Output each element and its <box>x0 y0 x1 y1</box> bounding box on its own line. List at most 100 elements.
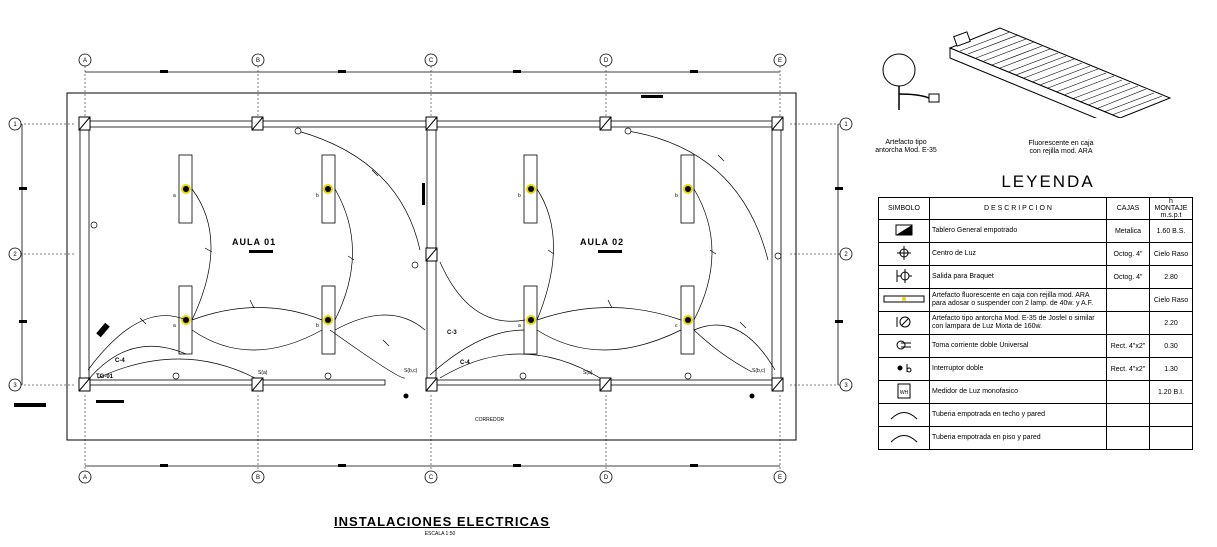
legend-box <box>1106 426 1150 450</box>
columns <box>78 116 784 392</box>
legend-desc: Centro de Luz <box>929 242 1107 266</box>
legend-row: Tuberia empotrada en techo y pared <box>878 403 1193 427</box>
axis-label-e: E <box>778 58 782 64</box>
torch-fixture-illustration <box>882 53 940 110</box>
legend-table: SIMBOLO D E S C R I P C I O N CAJAS h MO… <box>878 197 1193 450</box>
axis-label-2-right: 2 <box>844 252 848 258</box>
legend-box <box>1106 380 1150 404</box>
floor-conduit-icon <box>890 435 918 443</box>
axis-bubbles-left: 1 2 3 <box>8 117 22 392</box>
legend-desc: Medidor de Luz monofasico <box>929 380 1107 404</box>
legend-box: Metalica <box>1106 219 1150 243</box>
legend-row: Toma corriente doble Universal Rect. 4"x… <box>878 334 1193 358</box>
axis-bubbles-bottom: A B C D E <box>78 470 787 484</box>
axis-label-1: 1 <box>13 122 17 128</box>
legend-desc: Salida para Braquet <box>929 265 1107 289</box>
legend-row: Tablero General empotrado Metalica 1.60 … <box>878 219 1193 243</box>
legend-box: Octog. 4" <box>1106 242 1150 266</box>
axis-label-e-bottom: E <box>778 475 782 481</box>
drawing-title: INSTALACIONES ELECTRICAS <box>334 514 550 529</box>
legend-mount: 0.30 <box>1149 334 1193 358</box>
switch-label: S(a) <box>583 370 593 376</box>
meter-symbol-text: WH <box>900 390 909 396</box>
ceiling-conduit-icon <box>890 412 918 420</box>
legend-header-description: D E S C R I P C I O N <box>929 197 1107 220</box>
legend-box <box>1106 288 1150 312</box>
legend-box: Octog. 4" <box>1106 265 1150 289</box>
legend-title: LEYENDA <box>1001 172 1095 191</box>
meter-icon: WH <box>897 383 911 399</box>
legend-desc: Tuberia empotrada en piso y pared <box>929 426 1107 450</box>
legend-mount: 1.60 B.S. <box>1149 219 1193 243</box>
drawing-scale: ESCALA 1:50 <box>424 531 456 537</box>
legend-row: Salida para Braquet Octog. 4" 2.80 <box>878 265 1193 289</box>
fixture-letter: b <box>675 193 678 199</box>
fixture-letter: a <box>173 193 176 199</box>
circuit-label: C-4 <box>115 358 125 364</box>
legend-header-mount: h MONTAJE m.s.p.t <box>1149 197 1193 220</box>
axis-label-d: D <box>604 58 609 64</box>
plan-frame <box>66 92 797 441</box>
ceiling-light-icon <box>897 246 911 260</box>
fixture-letter: a <box>173 323 176 329</box>
torch-fixture-icon <box>896 316 911 328</box>
wall-bracket-icon <box>896 269 912 283</box>
fixture-letter: c <box>675 323 678 329</box>
axis-label-b-bottom: B <box>256 475 260 481</box>
panel-icon <box>895 224 913 236</box>
dimension-ticks <box>19 70 843 467</box>
legend-row: WH Medidor de Luz monofasico 1.20 B.I. <box>878 380 1193 404</box>
legend-desc: Tuberia empotrada en techo y pared <box>929 403 1107 427</box>
legend-mount: 1.20 B.I. <box>1149 380 1193 404</box>
outlet-icon <box>896 340 911 350</box>
switch-label: S(b,c) <box>752 368 766 374</box>
axis-bubbles-top: A B C D E <box>78 53 787 67</box>
legend-box <box>1106 403 1150 427</box>
legend-desc: Toma corriente doble Universal <box>929 334 1107 358</box>
fixture-letter: b <box>316 193 319 199</box>
legend-box <box>1106 311 1150 335</box>
circuit-label: C-4 <box>460 360 470 366</box>
legend-row: Centro de Luz Octog. 4" Cielo Raso <box>878 242 1193 266</box>
legend-row: Artefacto fluorescente en caja con rejil… <box>878 288 1193 312</box>
legend-mount: 1.30 <box>1149 357 1193 381</box>
legend-mount: Cielo Raso <box>1149 242 1193 266</box>
wiring <box>87 130 776 381</box>
fluorescent-fixture-illustration <box>948 27 1172 118</box>
torch-fixture-caption: Artefacto tipo antorcha Mod. E-35 <box>875 139 937 154</box>
axis-bubbles-right: 1 2 3 <box>839 117 853 392</box>
axis-label-c: C <box>429 58 434 64</box>
legend-row: Interruptor doble Rect. 4"x2" 1.30 <box>878 357 1193 381</box>
axis-label-3-right: 3 <box>844 383 848 389</box>
legend-mount <box>1149 403 1193 427</box>
legend-row: Artefacto tipo antorcha Mod. E-35 de Jos… <box>878 311 1193 335</box>
legend-header-boxes: CAJAS <box>1106 197 1150 220</box>
axis-label-1-right: 1 <box>844 122 848 128</box>
switch-label: S(a) <box>258 370 268 376</box>
legend-mount: 2.20 <box>1149 311 1193 335</box>
fixture-letter: a <box>518 323 521 329</box>
switch-icon <box>897 364 912 373</box>
legend-mount: Cielo Raso <box>1149 288 1193 312</box>
legend-header-symbol: SIMBOLO <box>878 197 930 220</box>
switch-label: S(b,c) <box>404 368 418 374</box>
floor-plan: A B C D E A B C D E 1 2 3 1 2 3 <box>8 53 853 484</box>
axis-label-d-bottom: D <box>604 475 609 481</box>
legend-desc: Artefacto fluorescente en caja con rejil… <box>929 288 1107 312</box>
circuit-label: C-3 <box>447 330 457 336</box>
legend-desc: Interruptor doble <box>929 357 1107 381</box>
legend-mount <box>1149 426 1193 450</box>
fluorescent-icon <box>883 295 925 303</box>
fixture-letter: b <box>518 193 521 199</box>
axis-label-3: 3 <box>13 383 17 389</box>
corridor-label: CORREDOR <box>475 417 505 423</box>
axis-label-a: A <box>83 58 87 64</box>
legend-box: Rect. 4"x2" <box>1106 357 1150 381</box>
room-label-aula-02: AULA 02 <box>580 237 624 247</box>
fixture-letters: a b a b b b a c <box>173 193 678 329</box>
legend-desc: Tablero General empotrado <box>929 219 1107 243</box>
axis-label-c-bottom: C <box>429 475 434 481</box>
axis-label-b: B <box>256 58 260 64</box>
fluorescent-fixture-caption: Fluorescente en caja con rejilla mod. AR… <box>1028 140 1094 155</box>
legend-row: Tuberia empotrada en piso y pared <box>878 426 1193 450</box>
